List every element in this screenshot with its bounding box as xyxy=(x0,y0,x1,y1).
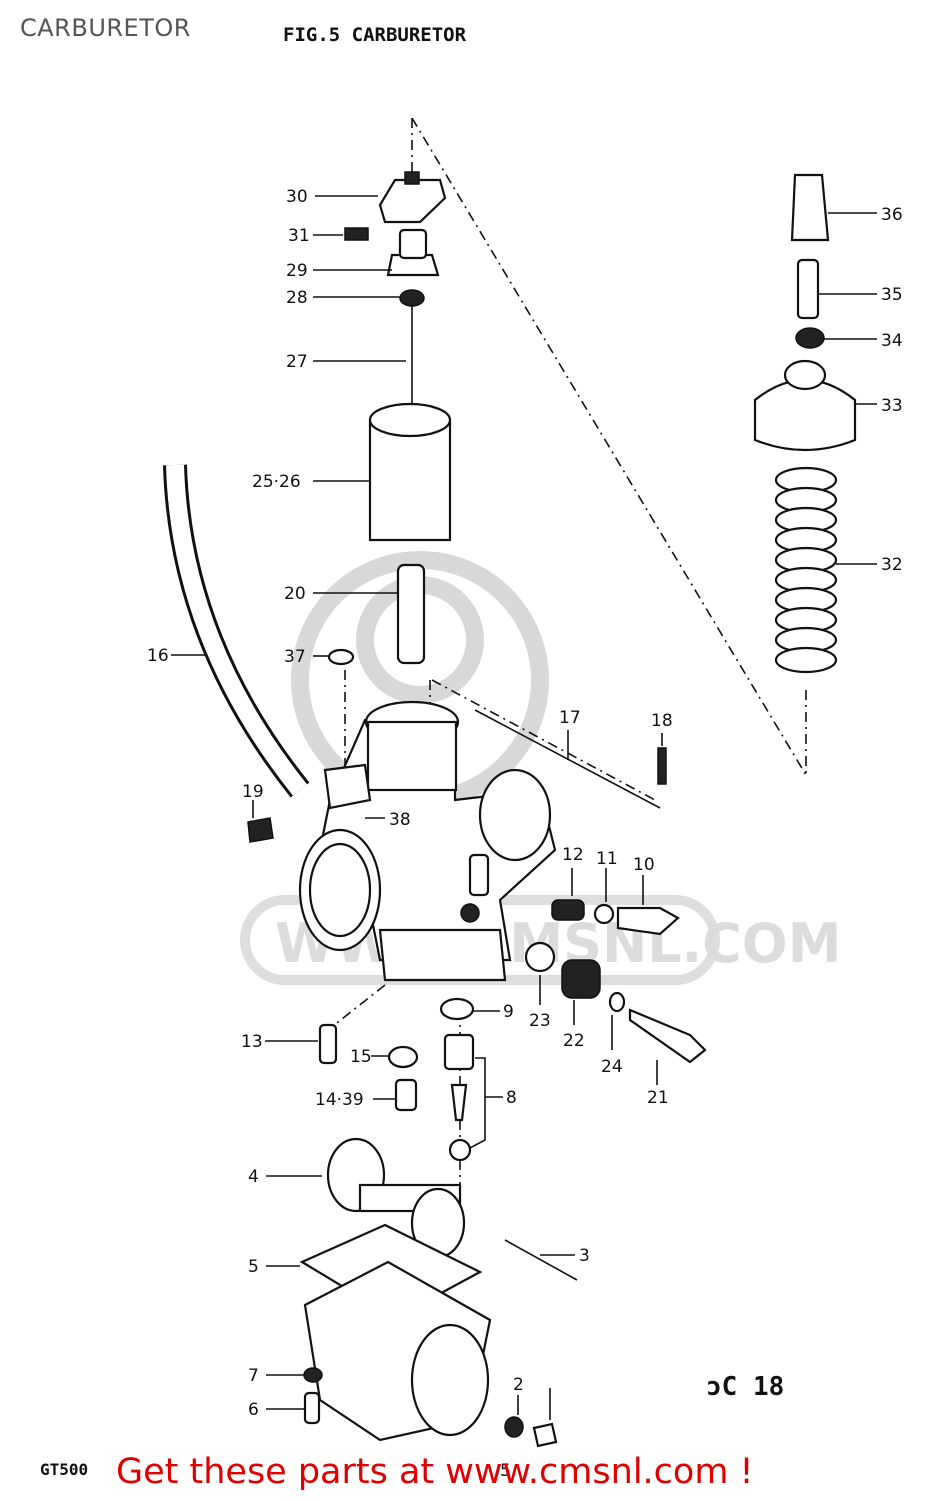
part-9-washer xyxy=(439,997,475,1021)
callout-11: 11 xyxy=(596,849,618,869)
part-12-spring xyxy=(551,899,585,921)
callout-33: 33 xyxy=(881,396,903,416)
part-15-washer xyxy=(387,1045,419,1069)
part-29-stem xyxy=(398,228,428,260)
part-36-boot xyxy=(790,173,830,242)
part-25-slide-top xyxy=(368,402,452,438)
callout-5-bottom: 5 xyxy=(500,1461,511,1481)
part-34-nut xyxy=(795,327,825,349)
callout-15: 15 xyxy=(350,1047,372,1067)
part-13-jet xyxy=(318,1023,338,1065)
part-33-cap xyxy=(753,379,857,452)
callout-20: 20 xyxy=(284,584,306,604)
callout-6: 6 xyxy=(248,1400,259,1420)
assembly-axis-lines xyxy=(327,117,807,1240)
callout-4: 4 xyxy=(248,1167,259,1187)
callout-18: 18 xyxy=(651,711,673,731)
callout-35: 35 xyxy=(881,285,903,305)
model-label: GT500 xyxy=(40,1460,89,1479)
callout-5: 5 xyxy=(248,1257,259,1277)
part-8-seat xyxy=(443,1033,475,1071)
callout-16: 16 xyxy=(147,646,169,666)
part-35-adjuster xyxy=(796,258,820,320)
parts-shop-link[interactable]: Get these parts at www.cmsnl.com ! xyxy=(116,1452,754,1492)
callout-9: 9 xyxy=(503,1002,514,1022)
body-outlet xyxy=(478,768,552,862)
part-11-oring xyxy=(593,903,615,925)
pilot-screw-group xyxy=(551,899,680,936)
callout-17: 17 xyxy=(559,708,581,728)
page-code: ɔC 18 xyxy=(706,1372,785,1402)
body-screw xyxy=(460,903,480,923)
callout-27: 27 xyxy=(286,352,308,372)
callout-28: 28 xyxy=(286,288,308,308)
callout-24: 24 xyxy=(601,1057,623,1077)
figure-title: FIG.5 CARBURETOR xyxy=(283,24,467,46)
callout-22: 22 xyxy=(563,1031,585,1051)
part-22-spring xyxy=(561,959,601,999)
body-base xyxy=(378,928,507,982)
part-16-hose-fill xyxy=(166,464,308,796)
part-8-clip xyxy=(448,1138,472,1162)
callout-29: 29 xyxy=(286,261,308,281)
part-33-boss xyxy=(783,359,827,391)
body-lever-38 xyxy=(323,763,372,810)
part-16-hose-outline xyxy=(163,464,310,798)
callout-25-26: 25·26 xyxy=(252,472,301,492)
callout-8: 8 xyxy=(506,1088,517,1108)
throttle-stop-group xyxy=(524,941,707,1064)
body-stack xyxy=(366,720,458,792)
body-nipple xyxy=(468,853,490,897)
callout-13: 13 xyxy=(241,1032,263,1052)
part-2-washer xyxy=(504,1416,524,1438)
leader-lines xyxy=(171,195,877,1420)
part-23-cap xyxy=(524,941,556,973)
page-title: CARBURETOR xyxy=(20,14,191,42)
callout-32: 32 xyxy=(881,555,903,575)
part-10-screw xyxy=(616,906,680,936)
part-14-jet xyxy=(394,1078,418,1112)
callout-21: 21 xyxy=(647,1088,669,1108)
callout-labels: 30 31 29 28 27 25·26 20 37 16 19 38 17 1… xyxy=(147,187,903,1481)
cap-spring-group xyxy=(753,173,857,674)
carburetor-body xyxy=(298,700,557,982)
callout-19: 19 xyxy=(242,782,264,802)
body-intake-inner xyxy=(308,842,372,938)
part-31-screw xyxy=(344,227,369,241)
part-21-screw xyxy=(628,1008,707,1064)
part-8-needle xyxy=(450,1083,468,1122)
part-18-screw xyxy=(657,747,667,785)
part-2-plug xyxy=(532,1422,558,1448)
callout-36: 36 xyxy=(881,205,903,225)
part-32-spring xyxy=(774,466,838,674)
callout-2: 2 xyxy=(513,1375,524,1395)
part-37-washer xyxy=(327,648,355,666)
part-30-cap xyxy=(378,178,447,224)
part-6-screw xyxy=(303,1391,321,1425)
callout-14-39: 14·39 xyxy=(315,1090,364,1110)
part-30-nub xyxy=(404,171,420,185)
callout-37: 37 xyxy=(284,647,306,667)
float-bowl-group xyxy=(299,1137,578,1448)
callout-10: 10 xyxy=(633,855,655,875)
part-19-bolt xyxy=(247,817,274,843)
callout-30: 30 xyxy=(286,187,308,207)
part-24-oring xyxy=(608,991,626,1013)
callout-31: 31 xyxy=(288,226,310,246)
callout-34: 34 xyxy=(881,331,903,351)
part-7-washer xyxy=(303,1367,323,1383)
part-20-jet-needle xyxy=(396,563,426,665)
throttle-slide-group xyxy=(327,171,452,666)
callout-12: 12 xyxy=(562,845,584,865)
part-bowl-round xyxy=(410,1323,490,1437)
callout-38: 38 xyxy=(389,810,411,830)
callout-3: 3 xyxy=(579,1246,590,1266)
part-28-clip xyxy=(399,289,425,307)
part-3-pin xyxy=(504,1239,578,1281)
callout-23: 23 xyxy=(529,1011,551,1031)
callout-7: 7 xyxy=(248,1366,259,1386)
jet-group xyxy=(318,997,475,1162)
